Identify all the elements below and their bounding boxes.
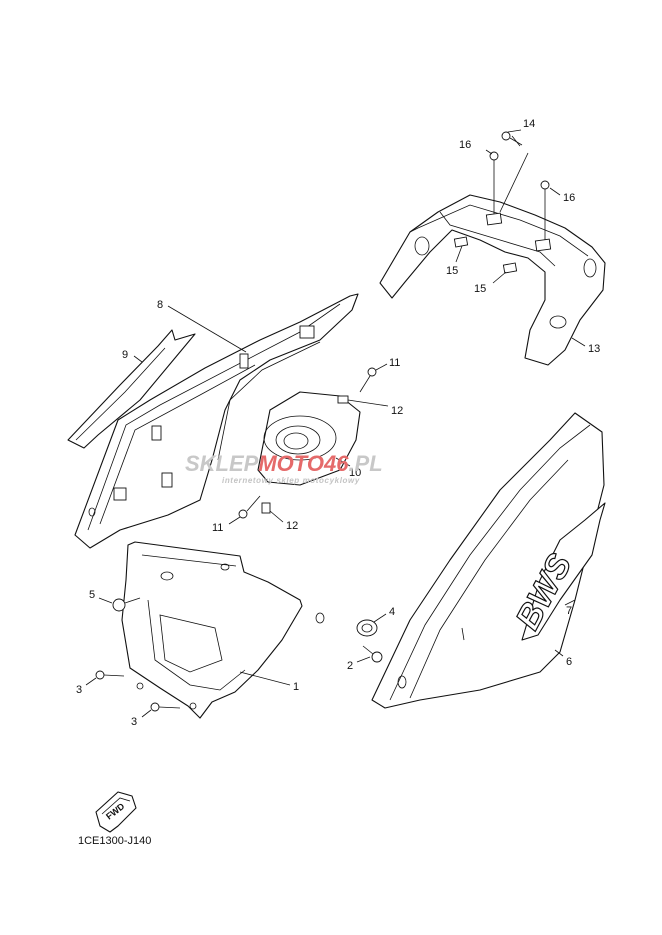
watermark-tagline: internetowy sklep motocyklowy bbox=[222, 476, 360, 485]
watermark-logo: SKLEPMOTO46.PL bbox=[185, 451, 383, 476]
callout-7: 7 bbox=[566, 605, 572, 617]
part-15-nut-right bbox=[502, 262, 518, 274]
part-3-screw-lower bbox=[150, 702, 181, 712]
callout-10: 10 bbox=[349, 467, 361, 479]
callout-1: 1 bbox=[293, 681, 299, 693]
part-10-center-cover bbox=[257, 391, 361, 486]
part-11-screw-upper bbox=[359, 367, 377, 393]
part-13-rear-carrier bbox=[379, 194, 606, 366]
callout-12-lower: 12 bbox=[286, 520, 298, 532]
part-3-screw-upper bbox=[95, 670, 125, 680]
callout-6: 6 bbox=[566, 656, 572, 668]
fwd-arrow-icon: FWD bbox=[95, 791, 137, 833]
part-1-side-cover bbox=[121, 541, 325, 719]
callout-11-lower: 11 bbox=[212, 522, 223, 534]
callout-4: 4 bbox=[389, 606, 395, 618]
callout-3-upper: 3 bbox=[76, 684, 82, 696]
callout-15-upper: 15 bbox=[446, 265, 458, 277]
part-12-clip-lower bbox=[261, 502, 271, 514]
callout-2: 2 bbox=[347, 660, 353, 672]
part-5-bolt bbox=[112, 597, 141, 612]
part-12-clip-upper bbox=[337, 395, 349, 404]
callout-3-lower: 3 bbox=[131, 716, 137, 728]
callout-8: 8 bbox=[157, 299, 163, 311]
callout-15-lower: 15 bbox=[474, 283, 486, 295]
callout-16-left: 16 bbox=[459, 139, 471, 151]
callout-5: 5 bbox=[89, 589, 95, 601]
part-11-screw-lower bbox=[238, 495, 261, 519]
callout-labels: 14 16 16 15 15 13 8 9 11 12 10 11 12 7 6… bbox=[76, 118, 600, 728]
callout-13: 13 bbox=[588, 343, 600, 355]
callout-16-right: 16 bbox=[563, 192, 575, 204]
leader-lines bbox=[85, 129, 586, 718]
part-9-decal bbox=[67, 329, 196, 449]
part-16-screw-right bbox=[540, 180, 550, 240]
callout-12-upper: 12 bbox=[391, 405, 403, 417]
part-2-screw bbox=[362, 645, 383, 663]
drawing-code: 1CE1300-J140 bbox=[78, 835, 152, 847]
part-14-bolt bbox=[501, 131, 523, 147]
part-8-side-rail bbox=[74, 293, 359, 549]
watermark: SKLEPMOTO46.PL internetowy sklep motocyk… bbox=[185, 451, 383, 485]
callout-14: 14 bbox=[523, 118, 535, 130]
part-4-grommet bbox=[356, 619, 378, 637]
callout-9: 9 bbox=[122, 349, 128, 361]
part-15-nut-left bbox=[453, 236, 469, 248]
callout-11-upper: 11 bbox=[389, 357, 400, 369]
